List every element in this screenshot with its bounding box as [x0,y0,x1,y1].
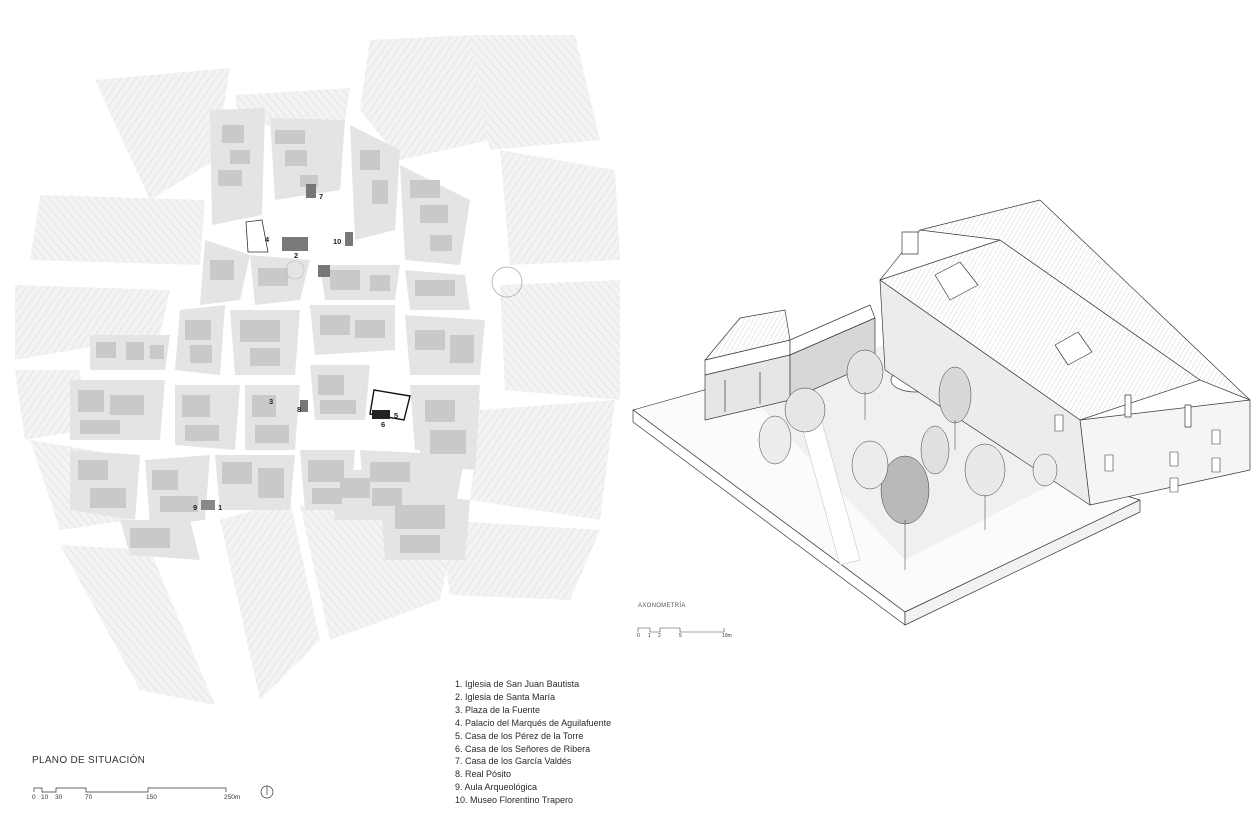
marker-1: 1 [218,503,222,512]
monument-footprints [201,184,411,510]
plan-title: PLANO DE SITUACIÓN [32,755,146,766]
legend-item: 1. Iglesia de San Juan Bautista [455,679,580,689]
marker-9: 9 [193,503,197,512]
axo-scale-label: 10m [722,633,732,639]
legend-item: 10. Museo Florentino Trapero [455,795,574,806]
axo-scale-bar [637,627,725,633]
axo-scale-label: 2 [658,633,661,639]
plan-scale-label: 10 [41,794,49,801]
garden-trees [758,349,1058,570]
marker-7: 7 [319,192,323,201]
surrounding-fields [15,35,620,705]
monument-legend: 1. Iglesia de San Juan Bautista 2. Igles… [455,678,611,807]
plan-markers: 1 2 3 4 5 6 7 8 9 10 [193,192,398,512]
marker-10: 10 [333,237,341,246]
legend-item: 7. Casa de los García Valdés [455,756,572,767]
marker-4: 4 [265,235,270,244]
legend-item: 2. Iglesia de Santa María [455,691,556,702]
marker-2: 2 [294,251,298,260]
new-pavilion [704,304,876,421]
plaza-circle [285,260,305,280]
legend-item: 5. Casa de los Pérez de la Torre [455,730,584,741]
axonometry [632,199,1251,633]
legend-item: 9. Aula Arqueológica [455,782,538,793]
plan-scale-bar [33,785,274,799]
historic-house [879,199,1251,506]
legend-item: 6. Casa de los Señores de Ribera [455,743,591,754]
legend-item: 4. Palacio del Marqués de Aguilafuente [455,717,612,728]
marker-6: 6 [381,420,385,429]
axonometry-title: AXONOMETRÍA [638,603,686,609]
plan-scale-label: 250m [224,794,241,801]
site-plan: 1 2 3 4 5 6 7 8 9 10 [15,35,620,799]
marker-5: 5 [394,411,398,420]
building-footprints [78,125,474,553]
roundabout [491,266,523,298]
plan-scale-label: 150 [146,794,157,801]
marker-3: 3 [269,397,273,406]
axo-scale-label: 5 [679,633,682,639]
axo-scale-label: 0 [637,633,640,639]
marker-8: 8 [297,405,301,414]
axo-scale-label: 1 [648,633,651,639]
legend-item: 3. Plaza de la Fuente [455,704,541,715]
plan-scale-label: 30 [55,794,63,801]
garden-ground [745,345,1080,560]
legend-item: 8. Real Pósito [455,769,512,780]
plan-scale-label: 0 [32,794,36,801]
plan-scale-label: 70 [85,794,93,801]
